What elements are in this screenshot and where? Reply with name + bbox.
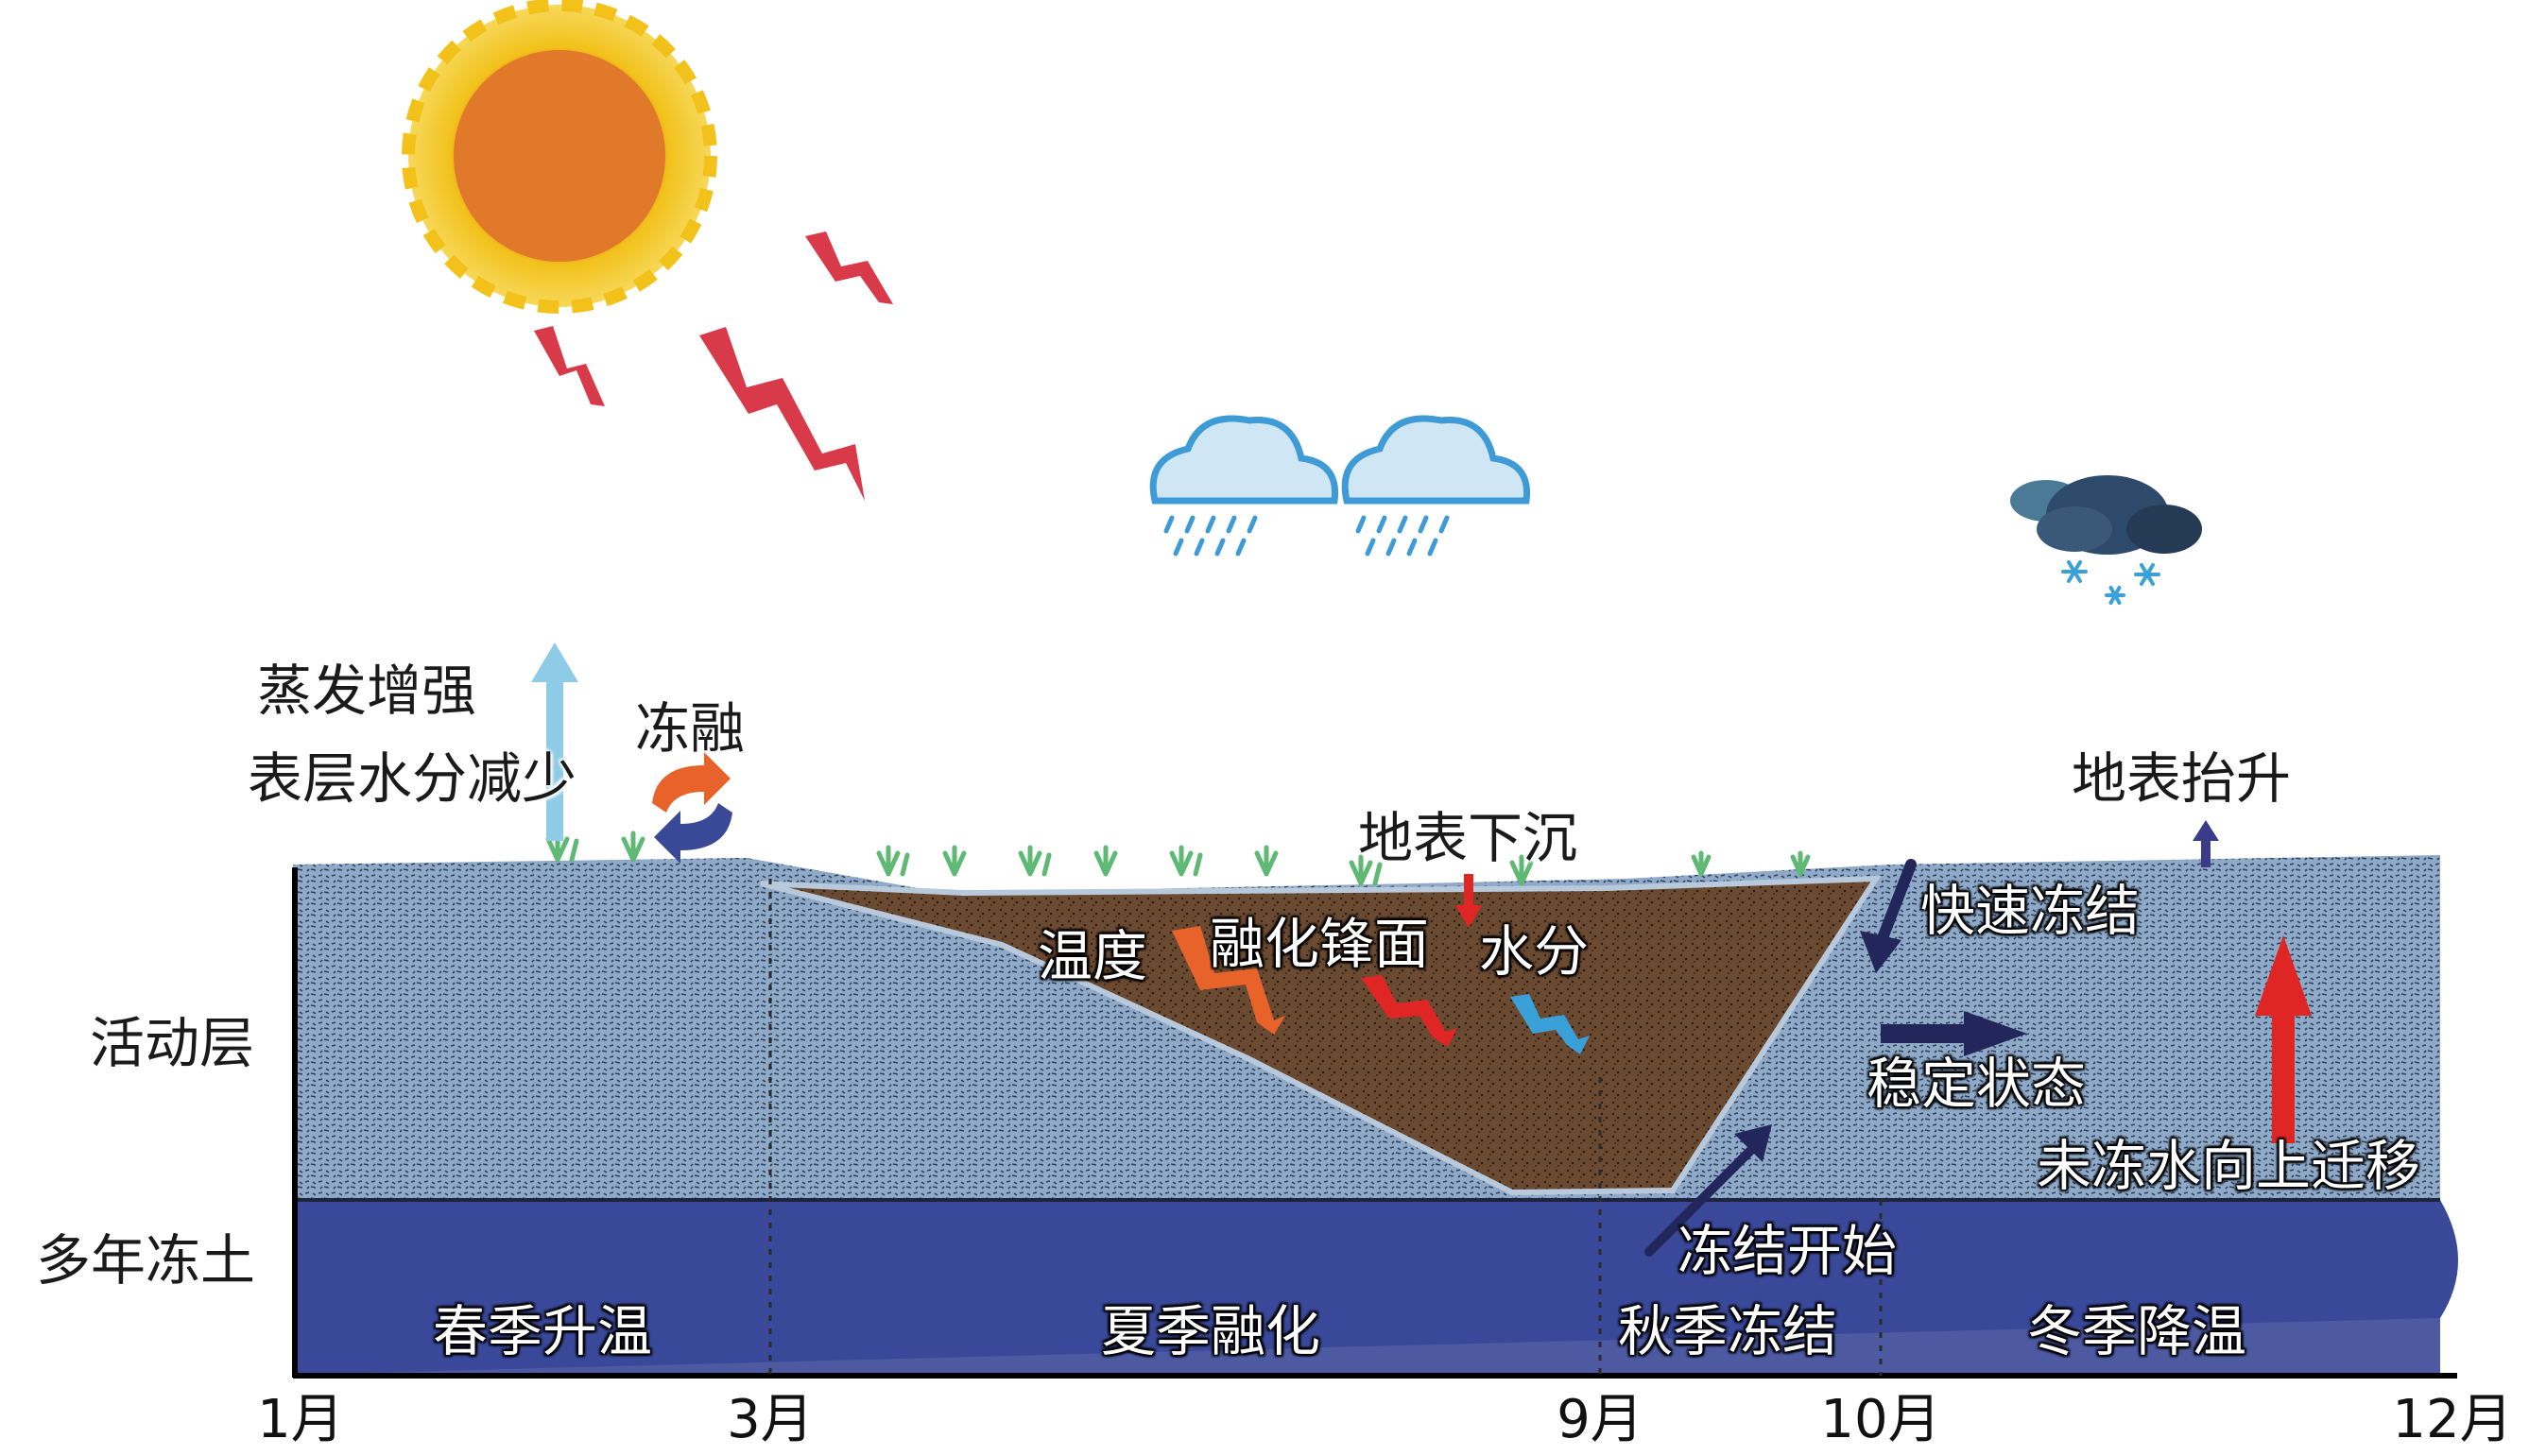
month-tick-mar: 3月 [727, 1389, 814, 1450]
month-tick-dec: 12月 [2392, 1389, 2513, 1450]
season-winter: 冬季降温 [2027, 1299, 2247, 1363]
month-dividers [768, 879, 1883, 1376]
subsidence-label: 地表下沉 [1358, 806, 1578, 870]
freeze-thaw-cycle-icon [652, 752, 732, 864]
evaporation-arrow [531, 642, 578, 841]
rapid-freeze-label: 快速冻结 [1920, 879, 2141, 943]
uplift-label: 地表抬升 [2072, 746, 2292, 811]
surface-moisture-label: 表层水分减少 [248, 746, 577, 811]
evaporation-label: 蒸发增强 [257, 659, 477, 723]
temperature-label: 温度 [1038, 924, 1148, 988]
snowflake-icon [2061, 560, 2160, 605]
thaw-front-label: 融化锋面 [1210, 912, 1430, 976]
grass-icon [545, 831, 1811, 886]
freeze-start-label: 冻结开始 [1677, 1219, 1898, 1283]
moisture-squiggle-icon [1510, 994, 1590, 1054]
uplift-arrow [2193, 820, 2219, 867]
thaw-front-squiggle-icon [1361, 975, 1457, 1047]
freeze-thaw-label: 冻融 [635, 696, 746, 761]
rain-cloud-icon [1341, 415, 1531, 557]
rapid-freeze-arrow [1860, 859, 1917, 973]
sun-icon [402, 0, 717, 314]
temperature-squiggle-icon [1172, 926, 1285, 1035]
unfrozen-water-migration-arrow [2255, 935, 2312, 1143]
lightning-icon [534, 231, 893, 501]
freeze-start-arrow [1644, 1124, 1772, 1257]
month-tick-oct: 10月 [1820, 1389, 1941, 1450]
month-tick-sep: 9月 [1557, 1389, 1643, 1450]
thawed-soil-wedge [760, 875, 1882, 1196]
active-layer-label: 活动层 [90, 1011, 255, 1075]
steady-state-label: 稳定状态 [1867, 1052, 2087, 1116]
season-summer: 夏季融化 [1101, 1299, 1321, 1363]
permafrost-layer [293, 1198, 2458, 1375]
rain-cloud-icon [1149, 415, 1339, 557]
snow-cloud-icon [2010, 475, 2202, 555]
unfrozen-migration-label: 未冻水向上迁移 [2037, 1134, 2421, 1198]
month-tick-jan: 1月 [257, 1389, 344, 1450]
moisture-label: 水分 [1479, 919, 1590, 984]
steady-state-arrow [1881, 1011, 2027, 1056]
permafrost-label: 多年冻土 [36, 1228, 256, 1293]
season-autumn: 秋季冻结 [1618, 1299, 1838, 1363]
season-spring: 春季升温 [433, 1299, 653, 1363]
subsidence-arrow [1455, 874, 1482, 928]
